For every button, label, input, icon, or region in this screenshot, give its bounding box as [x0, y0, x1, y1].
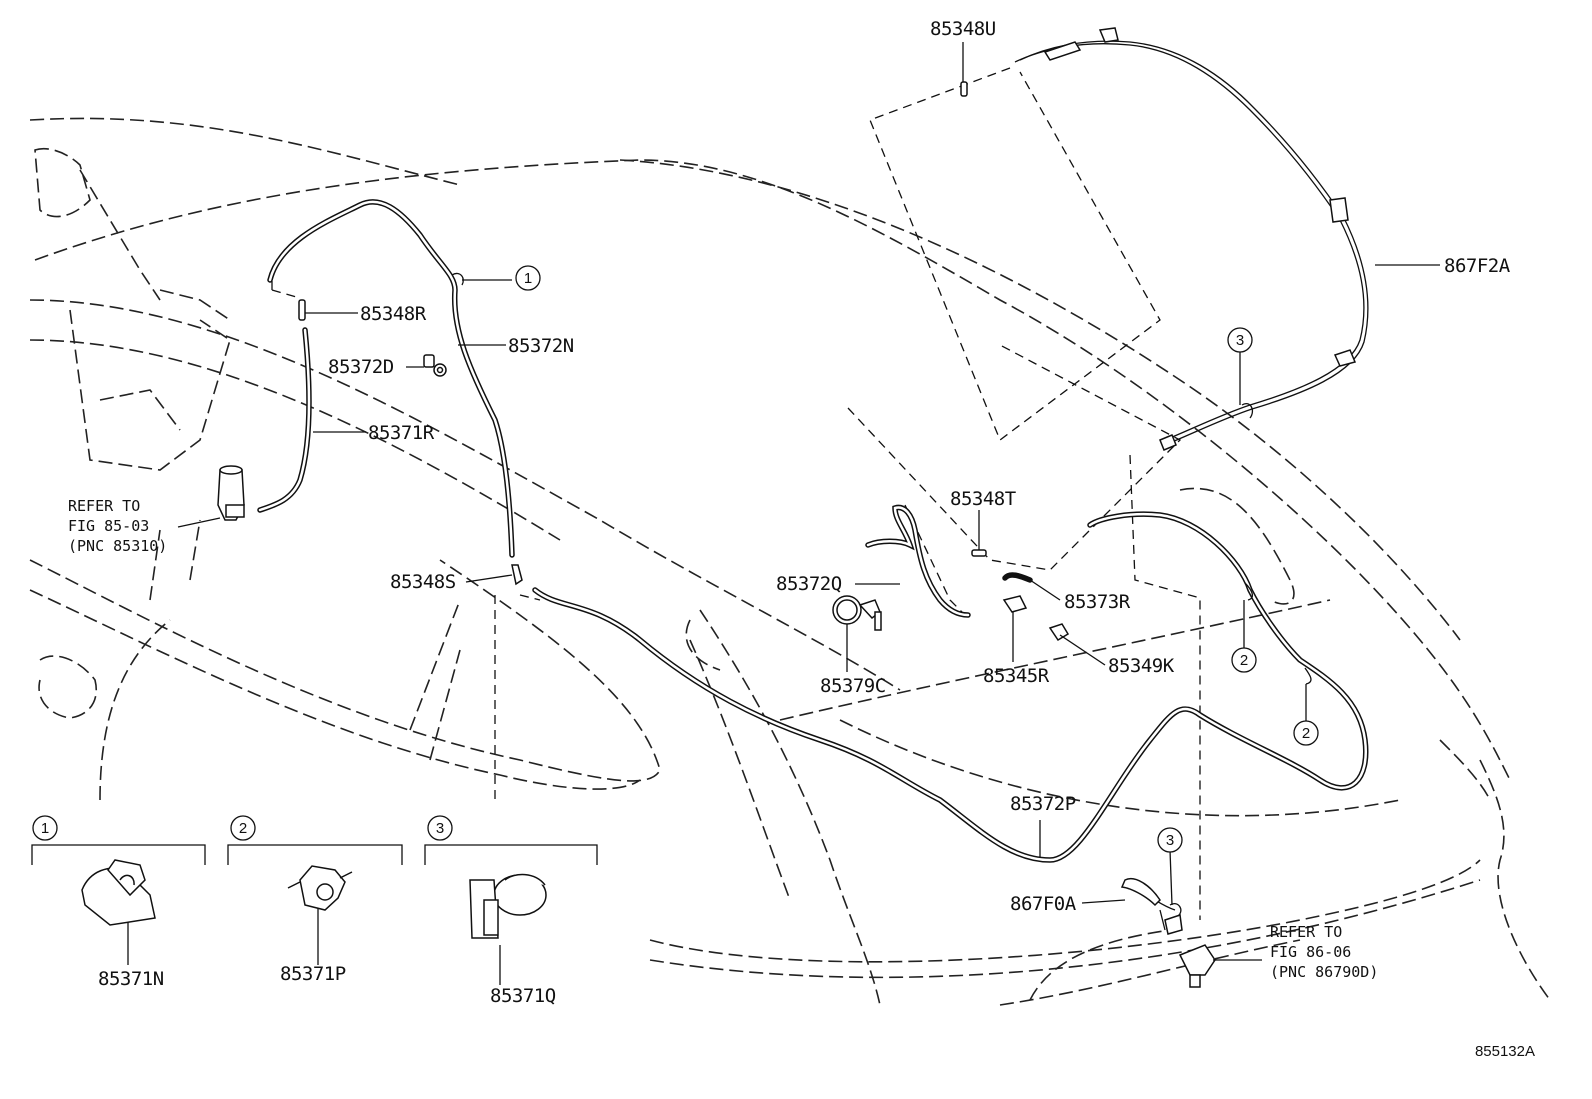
svg-text:(PNC 86790D): (PNC 86790D)	[1270, 963, 1378, 981]
callout-1-box: 1	[32, 815, 58, 841]
clip-85371N-icon	[81, 859, 156, 926]
label-85348R: 85348R	[360, 303, 427, 325]
label-867F0A: 867F0A	[1010, 893, 1077, 915]
nozzle-85349K-icon	[1048, 623, 1070, 642]
svg-text:FIG 85-03: FIG 85-03	[68, 517, 149, 535]
callout-circles: 1 3 2 2 3 1 2 3	[32, 265, 1319, 853]
figure-id: 855132A	[1475, 1043, 1535, 1060]
label-85345R: 85345R	[983, 665, 1050, 687]
assembly-guides	[271, 67, 1201, 920]
callout-2-box: 2	[230, 815, 256, 841]
label-85371Q: 85371Q	[490, 985, 556, 1007]
label-867F2A: 867F2A	[1444, 255, 1511, 277]
svg-text:1: 1	[524, 270, 532, 287]
svg-text:1: 1	[41, 820, 49, 837]
part-labels: 85348U 867F2A 85348R 85372N 85372D 85371…	[98, 18, 1511, 1007]
bracket-85345R-icon	[1002, 595, 1028, 613]
svg-text:FIG 86-06: FIG 86-06	[1270, 943, 1351, 961]
leader-lines	[127, 42, 1440, 985]
svg-text:3: 3	[1236, 332, 1244, 349]
connector-867F2A-icon	[1043, 27, 1357, 451]
washer-pump-icon	[217, 465, 245, 521]
refer-note-right: REFER TO FIG 86-06 (PNC 86790D)	[1270, 923, 1378, 981]
label-85348U: 85348U	[930, 18, 996, 40]
svg-text:3: 3	[1166, 832, 1174, 849]
connector-refer-icon	[1178, 944, 1216, 988]
joint-85348R-icon	[298, 299, 306, 321]
svg-text:2: 2	[1302, 725, 1310, 742]
clip-85371P-icon	[287, 865, 353, 911]
clip-85371Q-icon	[469, 873, 547, 939]
callout-3-upper: 3	[1227, 327, 1253, 353]
callout-3-lower: 3	[1157, 827, 1183, 853]
label-85349K: 85349K	[1108, 655, 1175, 677]
part-icons	[217, 27, 1357, 988]
clip-detail-boxes	[31, 844, 598, 939]
joint-85348T-icon	[971, 549, 987, 557]
label-85348T: 85348T	[950, 488, 1016, 510]
refer-note-left: REFER TO FIG 85-03 (PNC 85310)	[68, 497, 167, 555]
svg-text:REFER TO: REFER TO	[1270, 923, 1342, 941]
label-85371P: 85371P	[280, 963, 346, 985]
label-85371R: 85371R	[368, 422, 435, 444]
label-85372D: 85372D	[328, 356, 394, 378]
label-85371N: 85371N	[98, 968, 164, 990]
label-85372N: 85372N	[508, 335, 574, 357]
svg-text:3: 3	[436, 820, 444, 837]
svg-text:2: 2	[1240, 652, 1248, 669]
label-85348S: 85348S	[390, 571, 456, 593]
callout-3-box: 3	[427, 815, 453, 841]
svg-text:(PNC 85310): (PNC 85310)	[68, 537, 167, 555]
svg-text:2: 2	[239, 820, 247, 837]
callout-2-mid: 2	[1231, 647, 1257, 673]
svg-text:REFER TO: REFER TO	[68, 497, 140, 515]
label-85373R: 85373R	[1064, 591, 1131, 613]
label-85372Q: 85372Q	[776, 573, 842, 595]
callout-2-lower: 2	[1293, 720, 1319, 746]
valve-85379C-icon	[832, 595, 882, 631]
connector-867F0A-icon	[1120, 878, 1183, 935]
vehicle-body-outline	[29, 117, 1551, 1006]
label-85379C: 85379C	[820, 675, 886, 697]
joint-85348S-icon	[511, 564, 523, 586]
grommet-85372D-icon	[423, 354, 447, 377]
joint-85348U-icon	[960, 81, 968, 97]
callout-1-upper: 1	[515, 265, 541, 291]
clip-marks	[451, 272, 1312, 917]
label-85372P: 85372P	[1010, 793, 1076, 815]
